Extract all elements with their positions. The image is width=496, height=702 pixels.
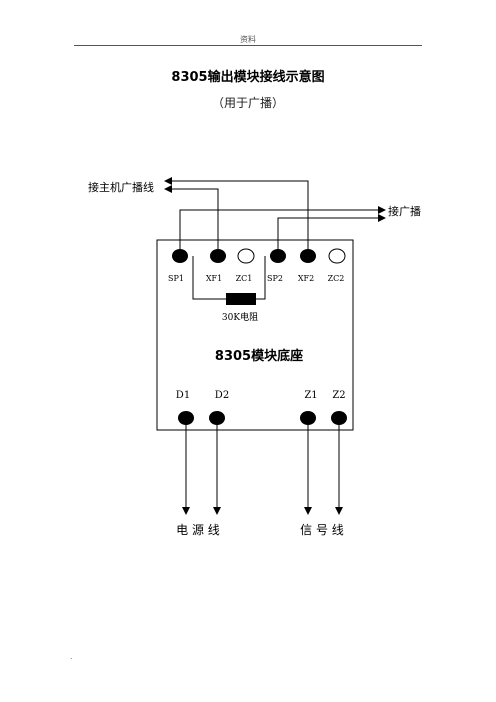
host-line-wire-2 — [164, 185, 219, 256]
header-rule — [74, 45, 422, 46]
label-d2: D2 — [215, 390, 229, 401]
terminal-xf2 — [300, 249, 316, 263]
terminal-zc2 — [328, 248, 346, 264]
label-z2: Z2 — [332, 390, 345, 401]
terminal-zc1 — [237, 248, 255, 264]
label-d1: D1 — [176, 390, 190, 401]
module-base-box — [156, 239, 354, 431]
label-zc2: ZC2 — [328, 274, 345, 283]
host-line-wire-1 — [164, 177, 309, 256]
to-broadcast-label: 接广播 — [388, 204, 421, 218]
broadcast-wire-1 — [179, 206, 386, 256]
terminal-z1 — [300, 411, 316, 425]
signal-line-label: 信 号 线 — [300, 523, 344, 537]
base-label: 8305模块底座 — [215, 348, 303, 364]
diagram-subtitle: （用于广播） — [211, 96, 284, 110]
broadcast-wire-2 — [277, 214, 386, 256]
resistor-wire-right — [256, 256, 266, 300]
terminal-d2 — [209, 411, 225, 425]
label-xf1: XF1 — [206, 274, 222, 283]
terminal-sp2 — [270, 249, 286, 263]
diagram-title: 8305输出模块接线示意图 — [171, 70, 325, 85]
resistor-label: 30K电阻 — [222, 311, 258, 323]
host-line-label: 接主机广播线 — [88, 180, 154, 194]
label-zc1: ZC1 — [236, 274, 253, 283]
header-text: 资料 — [240, 35, 256, 44]
terminal-z2 — [331, 411, 347, 425]
terminal-xf1 — [210, 249, 226, 263]
footer-mark: . — [70, 652, 73, 661]
label-sp1: SP1 — [168, 274, 184, 283]
terminal-sp1 — [172, 249, 188, 263]
label-xf2: XF2 — [298, 274, 314, 283]
resistor-wire — [192, 256, 226, 300]
power-line-label: 电 源 线 — [176, 523, 220, 537]
terminal-d1 — [178, 411, 194, 425]
resistor-30k — [226, 293, 256, 305]
label-sp2: SP2 — [267, 274, 283, 283]
label-z1: Z1 — [304, 390, 317, 401]
